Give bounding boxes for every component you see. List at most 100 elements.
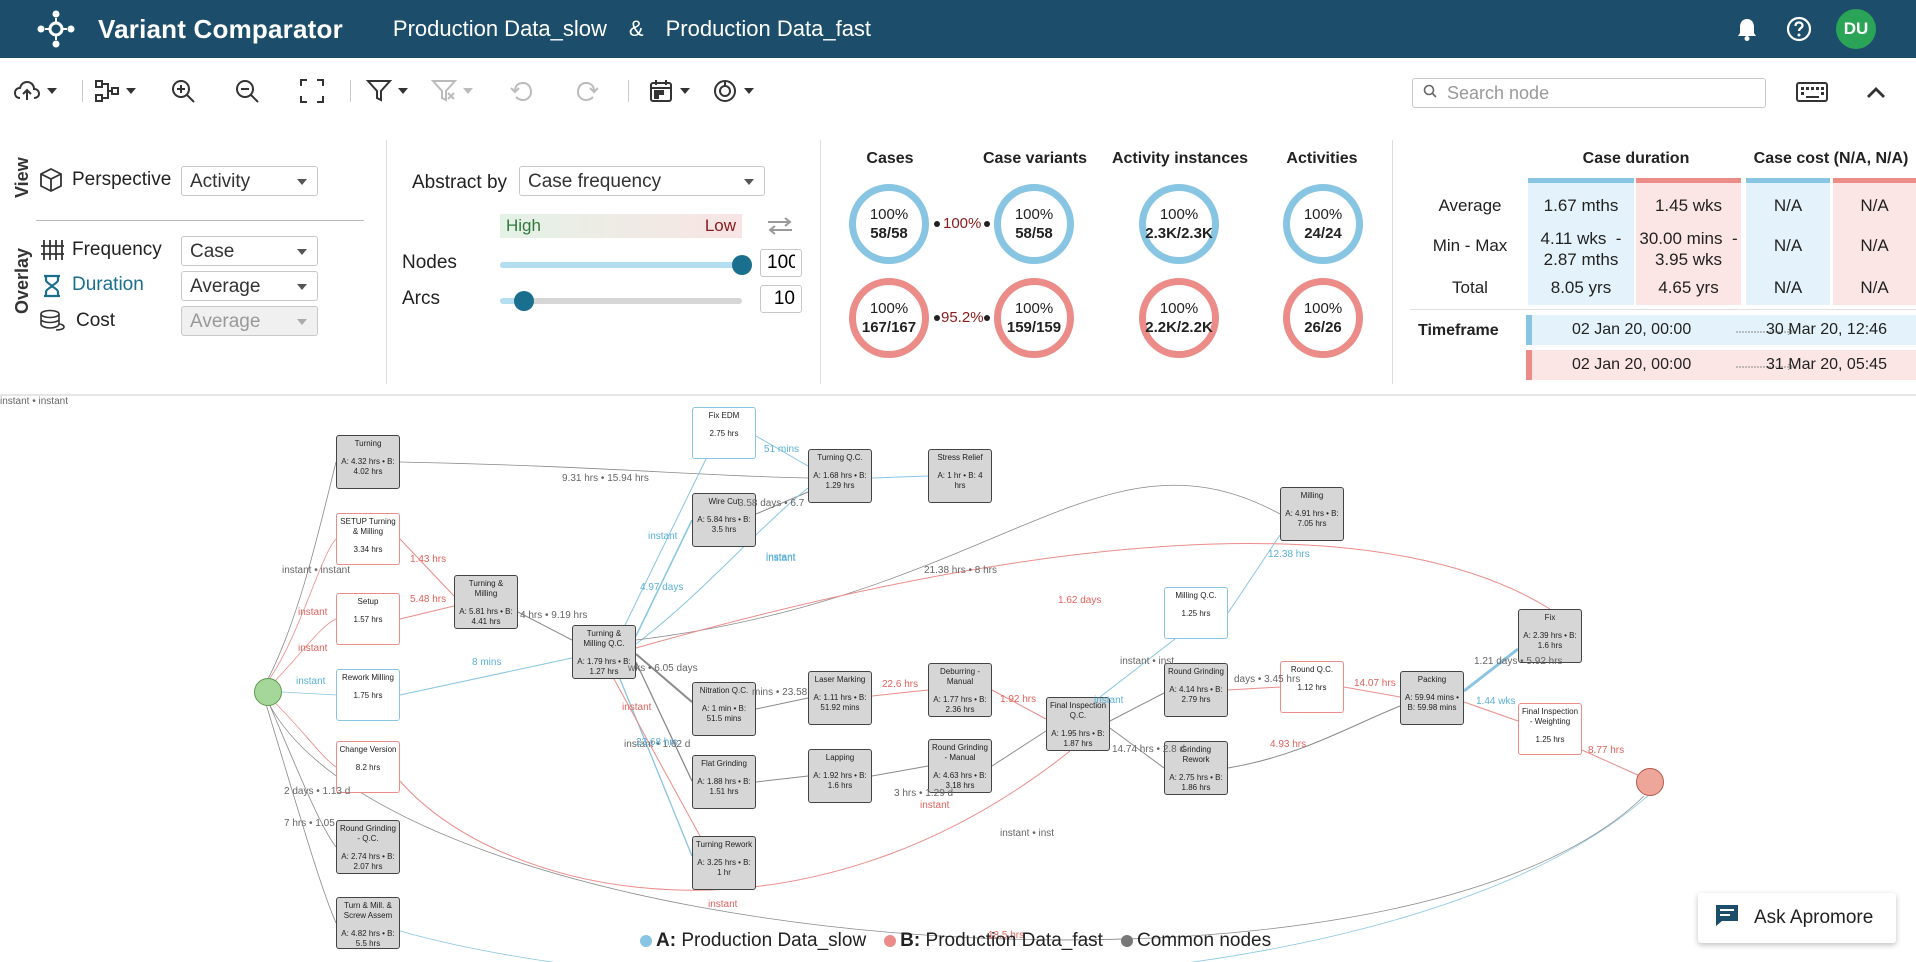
process-edge[interactable]: [265, 703, 337, 924]
process-edge[interactable]: [1227, 534, 1281, 614]
process-edge[interactable]: [635, 519, 693, 637]
process-edge[interactable]: [871, 475, 929, 479]
layout-icon[interactable]: [90, 71, 140, 111]
nodes-slider-thumb[interactable]: [732, 255, 752, 275]
process-edge[interactable]: [635, 653, 693, 703]
process-edge[interactable]: [871, 765, 929, 777]
process-edge[interactable]: [635, 661, 693, 782]
process-edge[interactable]: [399, 750, 1071, 891]
process-edge[interactable]: [1227, 705, 1401, 769]
swap-icon[interactable]: [766, 216, 794, 241]
calendar-icon[interactable]: [644, 71, 694, 111]
fit-screen-icon[interactable]: [295, 71, 329, 111]
help-icon[interactable]: [1784, 14, 1814, 44]
process-edge[interactable]: [624, 458, 707, 626]
process-edge[interactable]: [269, 618, 337, 687]
process-node-tm-qc[interactable]: Turning & Milling Q.C.A: 1.79 hrs • B: 1…: [572, 625, 636, 679]
keyboard-icon[interactable]: [1796, 80, 1828, 106]
nodes-value-input[interactable]: [760, 249, 802, 277]
process-edge[interactable]: [517, 611, 573, 641]
process-edge[interactable]: [281, 691, 337, 696]
apromore-logo-icon[interactable]: [36, 9, 76, 49]
cost-select[interactable]: Average: [181, 306, 318, 336]
process-edge[interactable]: [991, 689, 1047, 720]
process-edge[interactable]: [635, 542, 1551, 649]
start-node[interactable]: [254, 678, 282, 706]
process-edge[interactable]: [991, 730, 1047, 767]
undo-icon[interactable]: [505, 71, 539, 111]
process-edge[interactable]: [635, 484, 1281, 641]
end-node[interactable]: [1636, 768, 1664, 796]
process-edge[interactable]: [1109, 692, 1165, 722]
animation-icon[interactable]: [708, 71, 758, 111]
process-edge[interactable]: [1227, 686, 1281, 691]
process-edge[interactable]: [1343, 686, 1401, 698]
process-node-milling-qc[interactable]: Milling Q.C.1.25 hrs: [1164, 587, 1228, 639]
process-edge[interactable]: [1109, 727, 1165, 769]
process-edge[interactable]: [755, 775, 809, 783]
process-node-nitration-qc[interactable]: Nitration Q.C.A: 1 min • B: 51.5 mins: [692, 682, 756, 736]
process-node-round-qc[interactable]: Round Q.C.1.12 hrs: [1280, 661, 1344, 713]
process-edge[interactable]: [1581, 749, 1641, 777]
process-edge[interactable]: [1099, 638, 1176, 698]
process-edge[interactable]: [1463, 701, 1519, 722]
perspective-select[interactable]: Activity: [181, 166, 318, 196]
process-edge[interactable]: [267, 701, 1645, 941]
process-edge[interactable]: [619, 678, 693, 857]
process-edge[interactable]: [871, 689, 929, 697]
process-edge[interactable]: [267, 700, 337, 848]
process-edge[interactable]: [399, 538, 455, 597]
process-edge[interactable]: [755, 697, 809, 710]
frequency-select[interactable]: Case: [181, 236, 318, 266]
arcs-slider-track[interactable]: [500, 298, 742, 304]
abstract-by-select[interactable]: Case frequency: [519, 166, 765, 196]
process-edge[interactable]: [1463, 647, 1519, 693]
collapse-panel-icon[interactable]: [1862, 80, 1890, 106]
arcs-slider-thumb[interactable]: [514, 291, 534, 311]
duration-select[interactable]: Average: [181, 271, 318, 301]
process-edge[interactable]: [613, 678, 701, 837]
clear-filter-icon[interactable]: [426, 71, 478, 111]
process-edge[interactable]: [399, 461, 809, 479]
process-edge[interactable]: [399, 605, 455, 620]
process-edge[interactable]: [635, 487, 809, 645]
user-avatar[interactable]: DU: [1836, 9, 1876, 49]
zoom-out-icon[interactable]: [230, 71, 264, 111]
arcs-value-input[interactable]: [760, 285, 802, 313]
process-node-turning-qc[interactable]: Turning Q.C.A: 1.68 hrs • B: 1.29 hrs: [808, 449, 872, 503]
process-node-final-insp-qc[interactable]: Final Inspection Q.C.A: 1.95 hrs • B: 1.…: [1046, 697, 1110, 751]
process-edge[interactable]: [399, 657, 573, 696]
cloud-upload-icon[interactable]: [10, 71, 60, 111]
ask-apromore-button[interactable]: Ask Apromore: [1698, 893, 1896, 943]
process-edge[interactable]: [399, 793, 1651, 962]
zoom-in-icon[interactable]: [166, 71, 200, 111]
search-node-input[interactable]: [1447, 82, 1747, 104]
process-edge[interactable]: [755, 435, 809, 467]
process-edge[interactable]: [267, 461, 337, 680]
redo-icon[interactable]: [570, 71, 604, 111]
filter-icon[interactable]: [362, 71, 412, 111]
